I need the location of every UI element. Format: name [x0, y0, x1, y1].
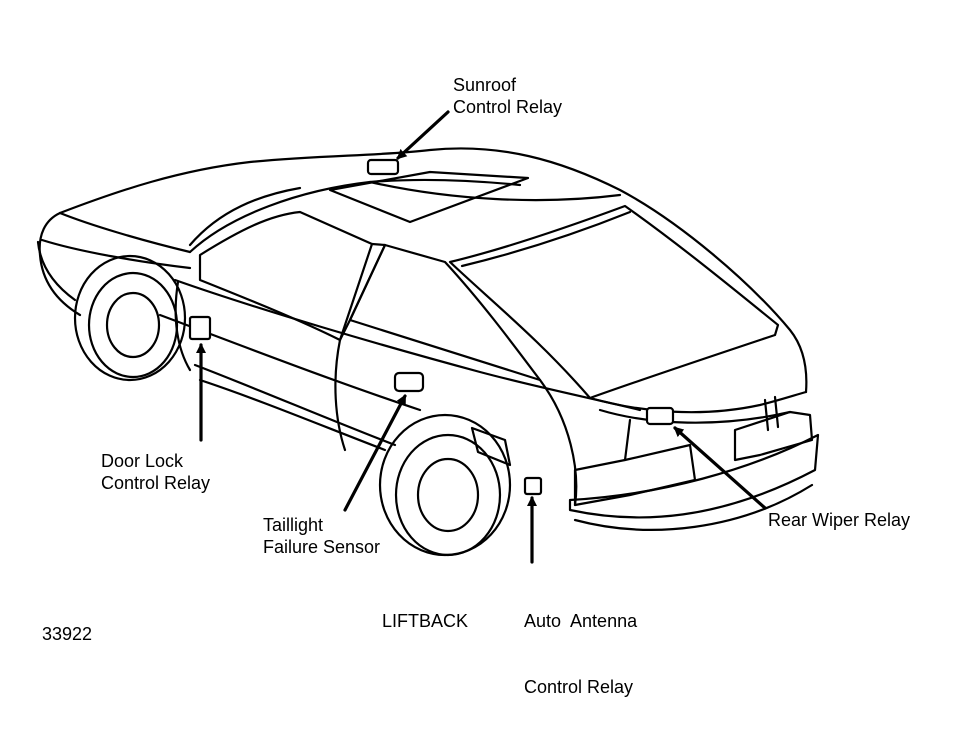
taillight-label-line2: Failure Sensor: [263, 537, 381, 557]
rear-wiper-label-line1: Rear Wiper Relay: [768, 510, 911, 530]
tail-light-right: [733, 410, 814, 462]
front-wheel-arch: [73, 254, 187, 382]
b-pillar: [338, 242, 387, 342]
rear-wiper-relay-box: [645, 406, 675, 426]
door-lock-label-line1: Door Lock: [101, 451, 184, 471]
side-window-front: [198, 210, 374, 342]
sunroof-label-line2: Control Relay: [453, 97, 563, 117]
rear-wiper-arrow: [673, 426, 767, 510]
side-window-rear: [348, 243, 542, 382]
front-tire: [87, 271, 179, 379]
sunroof-relay-box: [366, 158, 400, 176]
tail-light-left: [573, 443, 697, 507]
rear-wiper-label: Rear Wiper Relay: [768, 509, 910, 531]
door-lock-label-line2: Control Relay: [101, 473, 211, 493]
sunroof-label: Sunroof Control Relay: [453, 74, 562, 118]
tail-light-bars: [763, 395, 780, 432]
rear-door-edge: [334, 338, 347, 452]
car-windshield: [188, 178, 522, 254]
car-windshield-inner: [188, 186, 302, 247]
antenna-label-line2: Control Relay: [524, 677, 634, 697]
rear-deck: [588, 390, 808, 414]
car-roof-outline: [58, 147, 808, 394]
taillight-label: Taillight Failure Sensor: [263, 514, 380, 558]
rear-bumper: [568, 433, 820, 519]
taillight-arrow: [343, 394, 407, 512]
rear-tire: [394, 433, 502, 557]
antenna-label-line1: Auto Antenna: [524, 611, 638, 631]
rocker-panel: [193, 363, 397, 447]
rear-hub: [416, 457, 480, 533]
sunroof-arrow: [396, 110, 450, 160]
rear-panel-top: [598, 408, 792, 424]
figure-number: 33922: [42, 624, 93, 644]
antenna-relay-box: [523, 476, 543, 496]
front-bumper: [36, 240, 77, 302]
rear-hatch-glass: [448, 204, 780, 400]
front-hub: [105, 291, 161, 359]
sunroof-panel: [328, 170, 530, 224]
rear-quarter-2: [623, 418, 632, 462]
diagram-canvas: Sunroof Control Relay Door Lock Control …: [36, 74, 910, 697]
body-belt-line: [173, 278, 642, 412]
rocker-panel-2: [198, 378, 387, 452]
car-illustration: [36, 110, 820, 564]
antenna-label: Auto Antenna Control Relay: [524, 566, 637, 742]
rear-hatch-inner: [460, 210, 632, 268]
car-hood: [58, 211, 192, 254]
roof-line-back: [368, 180, 622, 202]
taillight-label-line1: Taillight: [263, 515, 324, 535]
door-lock-relay-box: [188, 315, 212, 341]
sunroof-label-line1: Sunroof: [453, 75, 517, 95]
taillight-sensor-box: [393, 371, 425, 393]
rear-quarter: [538, 378, 578, 507]
diagram-caption: LIFTBACK: [382, 611, 469, 631]
door-lock-label: Door Lock Control Relay: [101, 450, 210, 494]
fuel-door: [470, 426, 512, 467]
rear-bumper-lower: [573, 483, 814, 531]
car-hood-line: [40, 238, 192, 270]
